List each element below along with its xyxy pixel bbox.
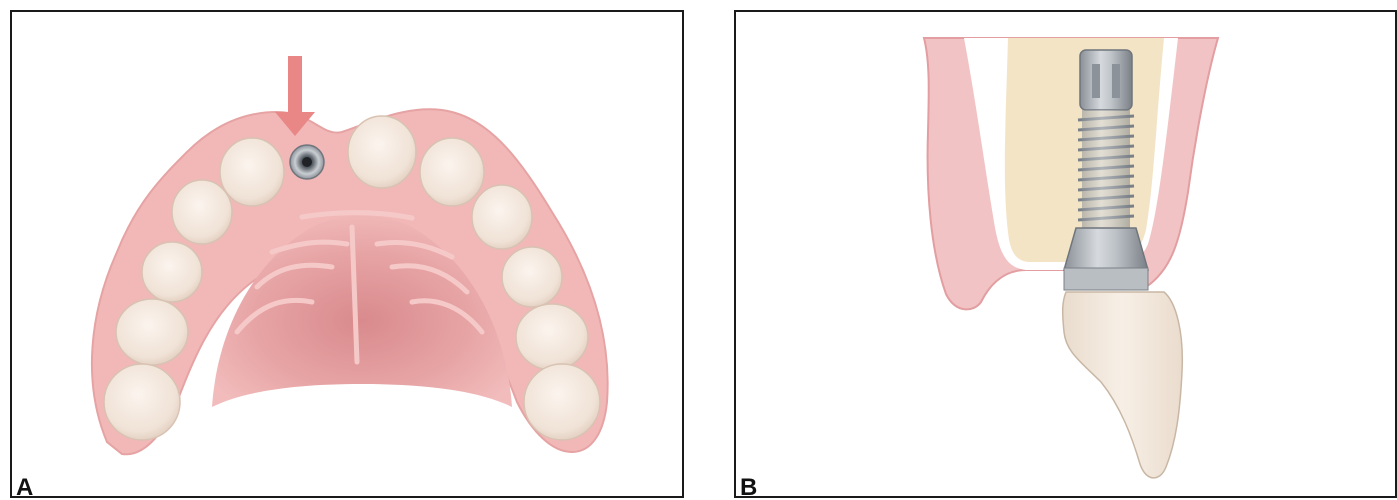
implant-cross-section-illustration (736, 12, 1397, 498)
panel-label: B (740, 474, 757, 498)
panel-label: A (16, 474, 33, 498)
maxillary-arch-illustration (12, 12, 684, 498)
panel-a: A (10, 10, 684, 498)
implant-crown (1063, 292, 1183, 478)
panel-b: B (734, 10, 1397, 498)
implant-icon (290, 145, 324, 179)
